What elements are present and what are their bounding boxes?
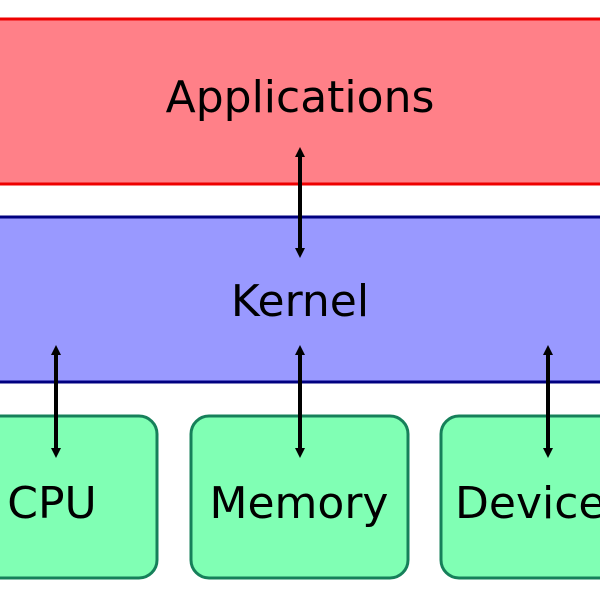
devices-label: Devices [455, 478, 600, 529]
memory-label: Memory [210, 478, 389, 529]
kernel-label: Kernel [231, 276, 369, 327]
applications-label: Applications [166, 72, 435, 123]
cpu-label: CPU [7, 478, 96, 529]
